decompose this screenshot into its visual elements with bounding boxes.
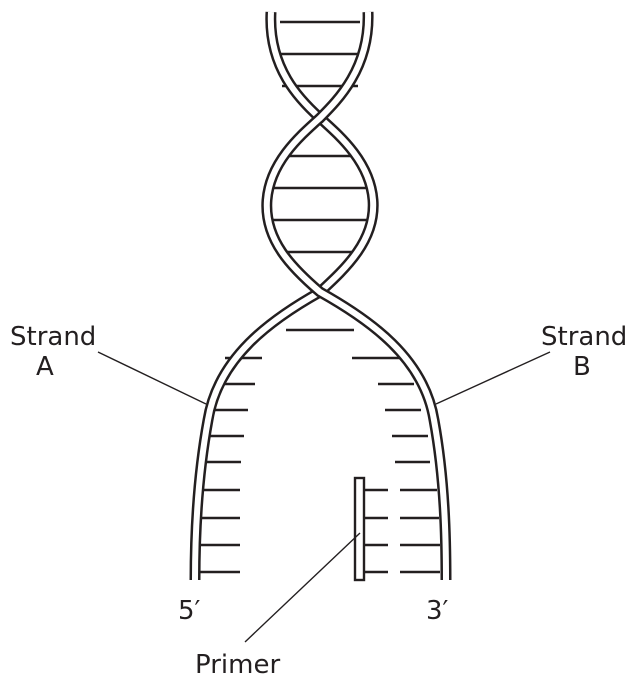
five-prime-end-label: 5′ (178, 596, 201, 626)
primer-label: Primer (195, 650, 281, 680)
strand-a-ribbon (189, 11, 379, 581)
strand-b-label: Strand B (541, 322, 627, 382)
strand-b-label-line1: Strand (541, 322, 628, 352)
leader-lines (97, 351, 551, 643)
strand-b-ribbon (261, 11, 452, 581)
strand-a-label-line1: Strand (10, 322, 97, 352)
strand-b-label-line2: B (573, 352, 591, 382)
strand-b-leader (435, 351, 551, 405)
strand-a-leader (97, 351, 207, 405)
primer-leader (244, 532, 361, 643)
strand-a-label-line2: A (36, 352, 54, 382)
primer-bar (353, 476, 366, 582)
base-pair-rungs (200, 20, 440, 574)
strand-a-label: Strand A (10, 322, 96, 382)
three-prime-end-label: 3′ (426, 596, 449, 626)
